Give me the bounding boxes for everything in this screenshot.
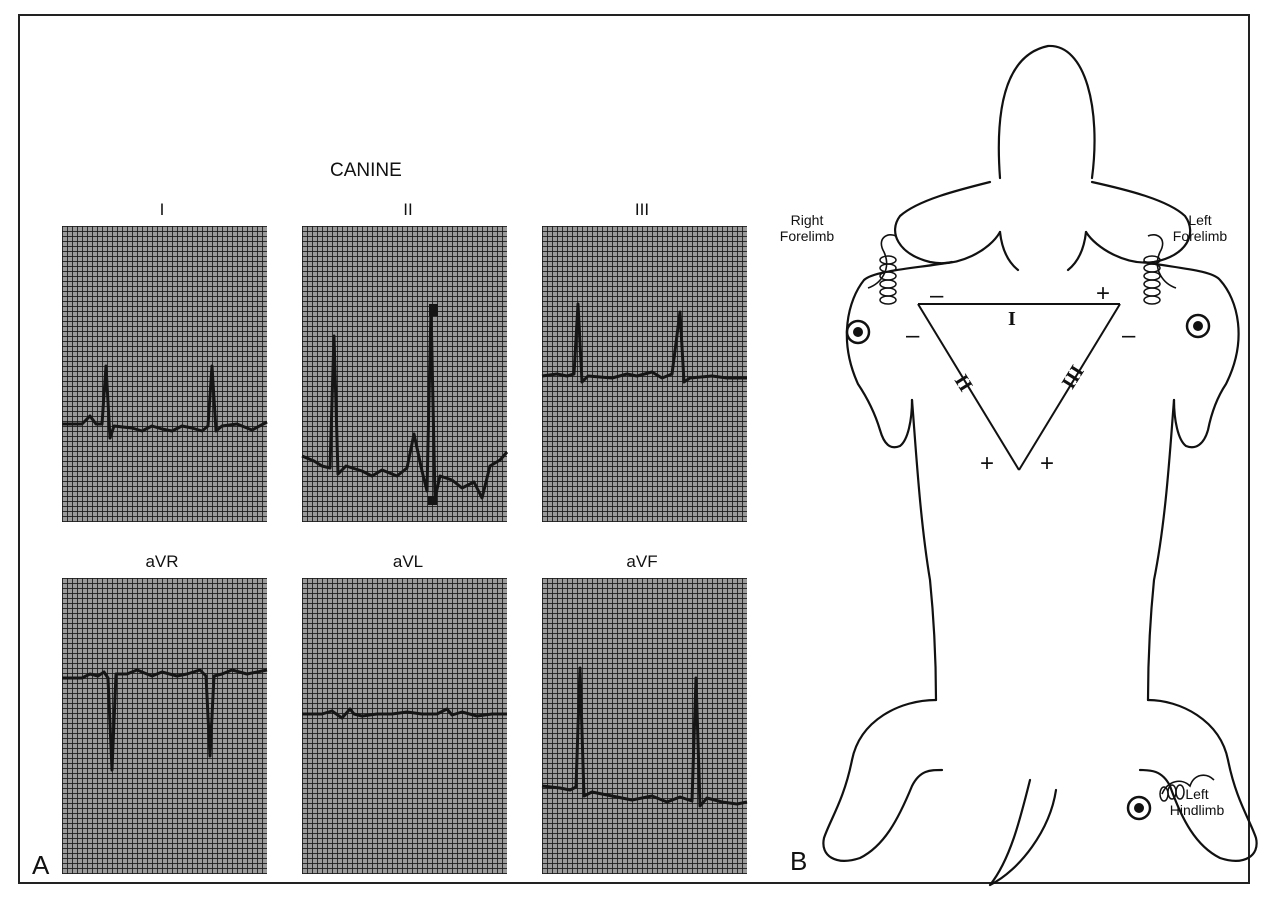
sign-plus-bottom-left: + xyxy=(980,450,994,478)
dog-tail xyxy=(990,780,1056,885)
sign-plus-bottom-right: + xyxy=(1040,450,1054,478)
panel-b-letter: B xyxy=(790,846,807,877)
label-right-forelimb: Right Forelimb xyxy=(762,212,852,244)
electrode-clips xyxy=(847,315,1209,819)
sign-minus-right: – xyxy=(1122,322,1135,350)
dog-ear-left xyxy=(895,182,1000,263)
label-left-hindlimb: Left Hindlimb xyxy=(1152,786,1242,818)
dog-body-right xyxy=(1148,400,1174,700)
einthoven-triangle xyxy=(918,304,1120,470)
sign-plus-top-right: + xyxy=(1096,280,1110,308)
dog-hindleg-left xyxy=(823,700,942,861)
label-left-forelimb: Left Forelimb xyxy=(1155,212,1245,244)
dog-head-outline xyxy=(999,46,1095,178)
electrode-wires xyxy=(868,235,1214,794)
sign-minus-top-left: – xyxy=(930,282,943,310)
triangle-lead-i: I xyxy=(1008,308,1016,331)
dog-hindleg-right xyxy=(1140,700,1257,861)
electrode-coils xyxy=(880,256,1184,801)
dog-body-left xyxy=(912,400,936,700)
sign-minus-left: – xyxy=(906,322,919,350)
